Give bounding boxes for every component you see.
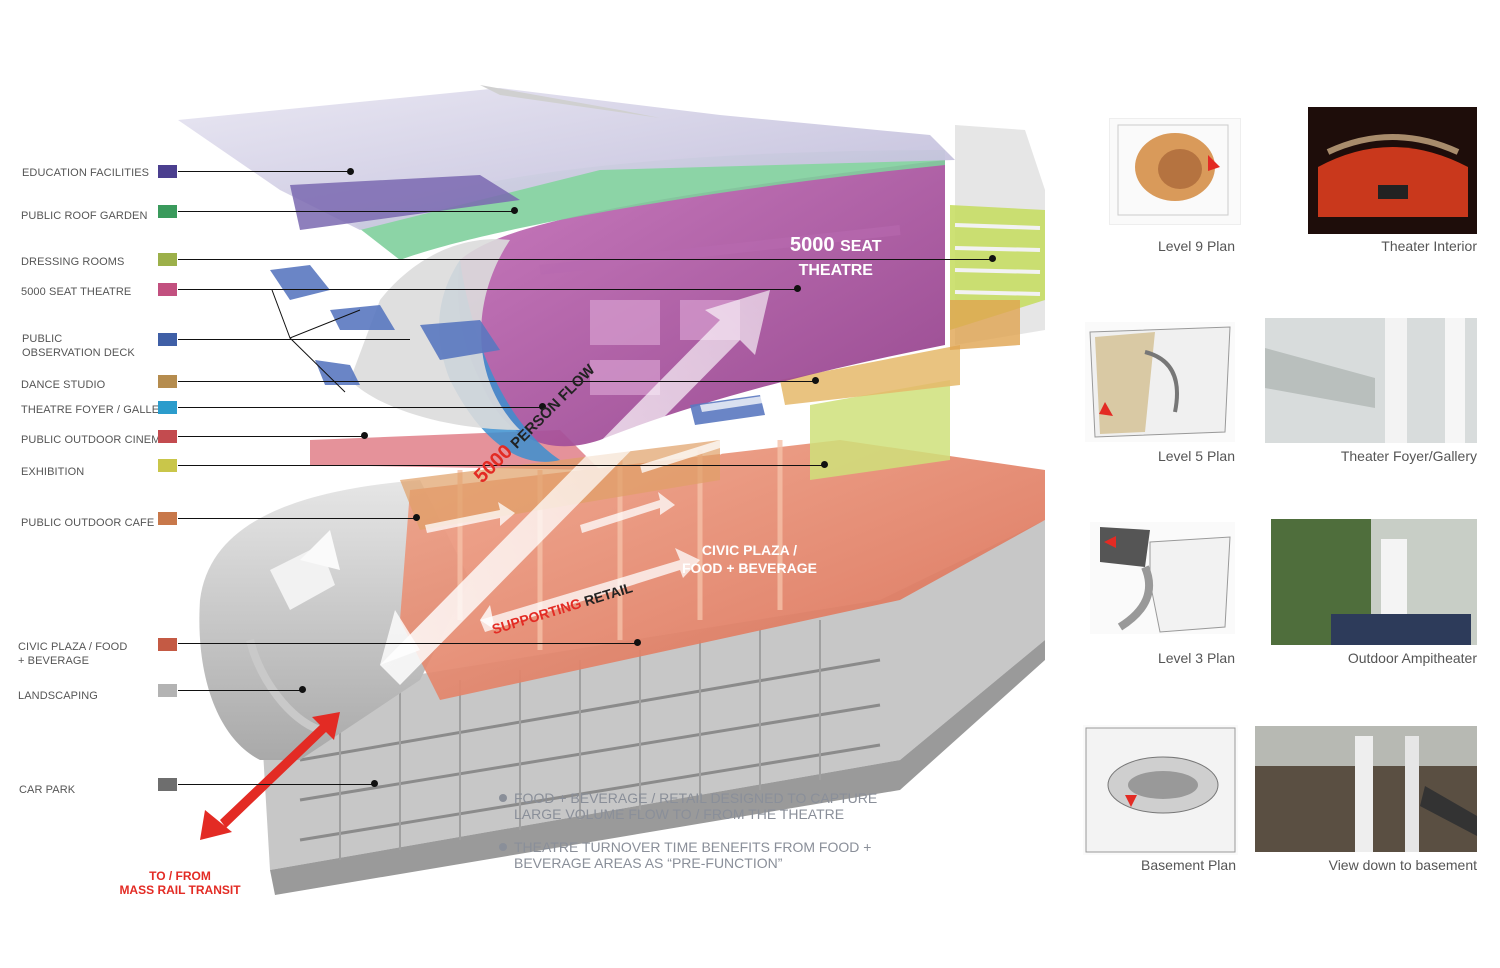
leader-dot [821,461,828,468]
legend-label: PUBLIC OUTDOOR CINEMA [21,434,168,446]
leader-line [178,690,302,691]
leader-line [178,381,815,382]
legend-swatch [158,459,177,472]
photo-caption: Theater Foyer/Gallery [1340,448,1477,464]
exhibition-box [810,380,950,480]
legend-label: THEATRE FOYER / GALLERY [21,404,175,416]
leader-dot [794,285,801,292]
theater-interior-photo [1308,107,1477,234]
basement-plan-image [1083,725,1238,855]
leader-dot [634,639,641,646]
leader-line [178,784,374,785]
transit-caption: TO / FROM MASS RAIL TRANSIT [119,869,241,897]
leader-line [178,339,410,340]
legend-label: EDUCATION FACILITIES [22,167,150,179]
leader-line [178,211,514,212]
leader-dot [539,403,546,410]
plan-caption: Basement Plan [1141,857,1236,873]
legend-swatch [158,430,177,443]
dressing-rooms-tower [950,125,1045,350]
leader-dot [511,207,518,214]
leader-line [178,643,637,644]
leader-line [178,259,992,260]
note-2: THEATRE TURNOVER TIME BENEFITS FROM FOOD… [499,839,894,871]
legend-swatch [158,205,177,218]
legend-label: CAR PARK [19,784,76,796]
plan-caption: Level 5 Plan [1157,448,1235,464]
note-1: FOOD + BEVERAGE / RETAIL DESIGNED TO CAP… [499,790,894,822]
legend-label: PUBLIC ROOF GARDEN [21,210,148,222]
leader-dot [347,168,354,175]
person-flow-arrow [380,290,770,685]
legend-swatch [158,638,177,651]
plan-caption: Level 9 Plan [1157,238,1235,254]
legend-label: DANCE STUDIO [21,379,106,391]
leader-line [178,436,364,437]
legend-swatch [158,333,177,346]
leader-line [178,407,542,408]
plaza-label: CIVIC PLAZA / FOOD + BEVERAGE [682,542,817,576]
circulation-arrows [425,387,782,533]
photo-caption: View down to basement [1328,857,1477,873]
leader-line [178,289,797,290]
leader-dot [812,377,819,384]
legend-swatch [158,512,177,525]
leader-dot [299,686,306,693]
roof-garden [355,150,945,260]
supporting-retail-arrow [480,548,700,632]
dance-studio-strip [780,345,960,405]
legend-label: LANDSCAPING [18,690,98,702]
legend-label: CIVIC PLAZA / FOOD + BEVERAGE [18,641,128,667]
legend-swatch [158,253,177,266]
level3-plan-image [1090,522,1235,634]
legend-label: PUBLIC OBSERVATION DECK [22,333,135,359]
legend-swatch [158,778,177,791]
observation-deck-fins [270,265,765,425]
outdoor-ampitheater-photo [1271,519,1477,645]
photo-caption: Outdoor Ampitheater [1347,650,1477,666]
roof-canopy [178,85,955,230]
legend-label: PUBLIC OUTDOOR CAFE [21,517,155,529]
legend-label: 5000 SEAT THEATRE [21,286,132,298]
legend-swatch [158,684,177,697]
theater-foyer-photo [1265,318,1477,443]
legend-swatch [158,165,177,178]
level9-plan-image [1109,118,1241,225]
leader-dot [413,514,420,521]
legend-swatch [158,401,177,414]
observation-bracket [271,290,361,393]
legend-label: EXHIBITION [21,466,85,478]
legend-label: DRESSING ROOMS [21,256,125,268]
transit-arrow [200,712,340,840]
leader-line [178,171,350,172]
plan-caption: Level 3 Plan [1157,650,1235,666]
bullet-icon [499,794,507,802]
leader-dot [989,255,996,262]
leader-dot [361,432,368,439]
leader-line [178,465,824,466]
bullet-icon [499,843,507,851]
leader-dot [371,780,378,787]
photo-caption: Theater Interior [1381,238,1477,254]
basement-view-photo [1255,726,1477,852]
theatre-label: 5000 SEAT THEATRE [790,234,882,279]
legend-swatch [158,375,177,388]
legend-swatch [158,283,177,296]
leader-line [178,518,416,519]
level5-plan-image [1085,322,1235,442]
